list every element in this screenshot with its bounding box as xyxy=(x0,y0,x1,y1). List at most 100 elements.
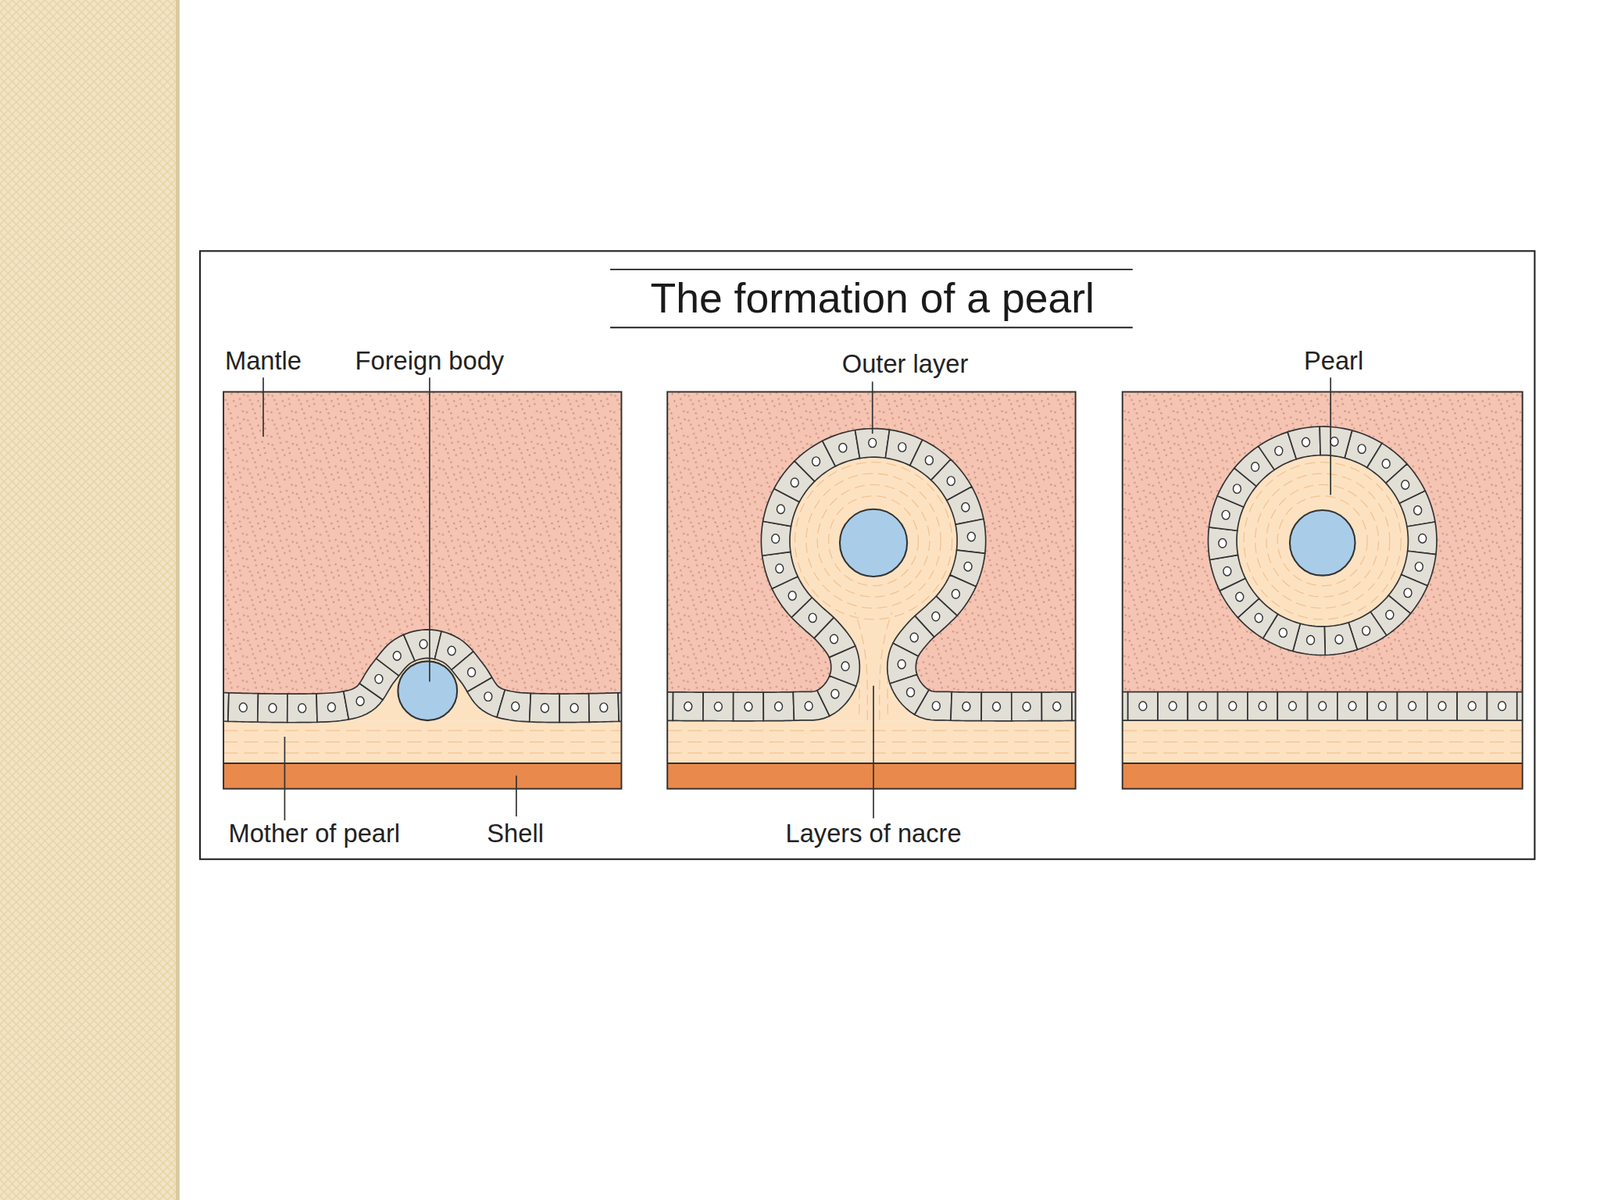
cell-nucleus xyxy=(1275,446,1283,455)
figure-frame xyxy=(200,250,1535,859)
epithelial-cell xyxy=(228,692,259,722)
cell-nucleus xyxy=(946,476,955,486)
mantle-tissue xyxy=(1122,392,1523,722)
epithelial-cell xyxy=(950,692,982,722)
leader-line xyxy=(872,685,875,819)
epithelial-cell xyxy=(257,693,288,723)
cell-nucleus xyxy=(1408,701,1417,711)
cell-nucleus xyxy=(1168,701,1177,711)
cell-nucleus xyxy=(744,702,753,711)
cell-nucleus xyxy=(1258,701,1267,711)
cell-nucleus xyxy=(392,651,401,661)
cell-nucleus xyxy=(925,455,933,465)
cell-nucleus xyxy=(788,591,797,600)
part-label: Pearl xyxy=(1303,348,1364,375)
nacre-layer-line xyxy=(1122,741,1523,743)
shell-edge xyxy=(223,762,622,765)
cell-nucleus xyxy=(1307,635,1315,645)
cell-nucleus xyxy=(1401,480,1410,490)
epithelial-cell xyxy=(1307,692,1338,722)
leader-line xyxy=(262,377,265,437)
cell-nucleus xyxy=(1467,701,1476,711)
cell-nucleus xyxy=(1232,484,1241,493)
cell-nucleus xyxy=(790,478,799,487)
epithelial-cell xyxy=(1367,692,1397,722)
cell-nucleus xyxy=(1330,436,1339,446)
epithelial-cell xyxy=(822,430,861,467)
cell-nucleus xyxy=(570,703,579,713)
shell-edge xyxy=(1122,762,1523,765)
cell-nucleus xyxy=(962,702,971,711)
part-label: Mantle xyxy=(225,348,302,375)
cell-nucleus xyxy=(1251,462,1260,472)
cell-nucleus xyxy=(897,659,906,668)
nacre-layer-line xyxy=(1122,752,1523,754)
nacre-layer-line xyxy=(667,730,1075,732)
epithelial-cell xyxy=(1122,692,1129,722)
part-label: Shell xyxy=(486,821,544,847)
part-label: Mother of pearl xyxy=(228,821,400,847)
nacre-layer-line xyxy=(667,741,1075,743)
cell-nucleus xyxy=(967,532,975,541)
leader-line xyxy=(1329,377,1332,495)
cell-nucleus xyxy=(812,457,821,466)
epithelial-cell xyxy=(703,692,734,722)
cell-nucleus xyxy=(1414,506,1422,515)
cell-nucleus xyxy=(375,674,383,683)
nacre-fill xyxy=(667,442,1075,721)
side-stripe-edge xyxy=(175,0,180,1200)
cell-nucleus xyxy=(932,611,940,621)
epithelial-cell xyxy=(763,692,794,722)
epithelial-cell xyxy=(667,692,673,722)
cell-nucleus xyxy=(831,689,840,698)
leader-line xyxy=(871,381,874,434)
cell-nucleus xyxy=(1418,533,1427,543)
epithelial-cell xyxy=(1187,692,1218,722)
mantle-tissue xyxy=(223,392,622,722)
epithelial-cell xyxy=(1407,521,1437,555)
epithelial-cell xyxy=(981,692,1012,722)
cell-nucleus xyxy=(467,667,476,677)
pearl-nacre xyxy=(1222,440,1423,641)
shell-layer xyxy=(223,763,622,790)
pearl-stage-panel xyxy=(1122,392,1523,790)
cell-nucleus xyxy=(1288,701,1297,711)
cell-nucleus xyxy=(1382,459,1390,468)
epithelial-cell xyxy=(762,551,799,589)
cell-nucleus xyxy=(1318,701,1327,711)
pearl-stage-panel xyxy=(667,392,1075,790)
cell-nucleus xyxy=(992,702,1001,711)
cell-nucleus xyxy=(1438,701,1447,711)
cell-nucleus xyxy=(898,442,907,452)
cell-nucleus xyxy=(1235,592,1244,601)
epithelial-cell xyxy=(1397,692,1428,722)
part-label: Layers of nacre xyxy=(785,821,962,847)
shell-layer xyxy=(667,763,1075,790)
cell-nucleus xyxy=(1348,701,1357,711)
epithelial-cell xyxy=(1128,692,1158,722)
cell-nucleus xyxy=(1362,626,1371,636)
cell-nucleus xyxy=(298,703,307,713)
cell-nucleus xyxy=(419,639,428,649)
cell-nucleus xyxy=(714,702,722,711)
cell-nucleus xyxy=(1139,701,1147,711)
nacre-layer-line xyxy=(667,752,1075,754)
leader-line xyxy=(515,775,518,817)
cell-nucleus xyxy=(907,687,915,697)
cell-nucleus xyxy=(841,661,850,671)
part-label: Outer layer xyxy=(842,351,969,378)
diagram-title: The formation of a pearl xyxy=(650,278,1095,321)
foreign-body xyxy=(839,509,908,577)
mother-of-pearl-band xyxy=(223,720,622,764)
cell-nucleus xyxy=(600,703,608,712)
cell-nucleus xyxy=(1378,701,1386,711)
epithelial-cell xyxy=(1319,426,1352,458)
title-rule xyxy=(610,326,1133,329)
cell-nucleus xyxy=(239,703,247,712)
epithelial-cell xyxy=(1399,490,1436,527)
cell-nucleus xyxy=(1403,588,1412,597)
cell-nucleus xyxy=(1199,701,1208,711)
epithelial-cell xyxy=(1427,692,1458,722)
